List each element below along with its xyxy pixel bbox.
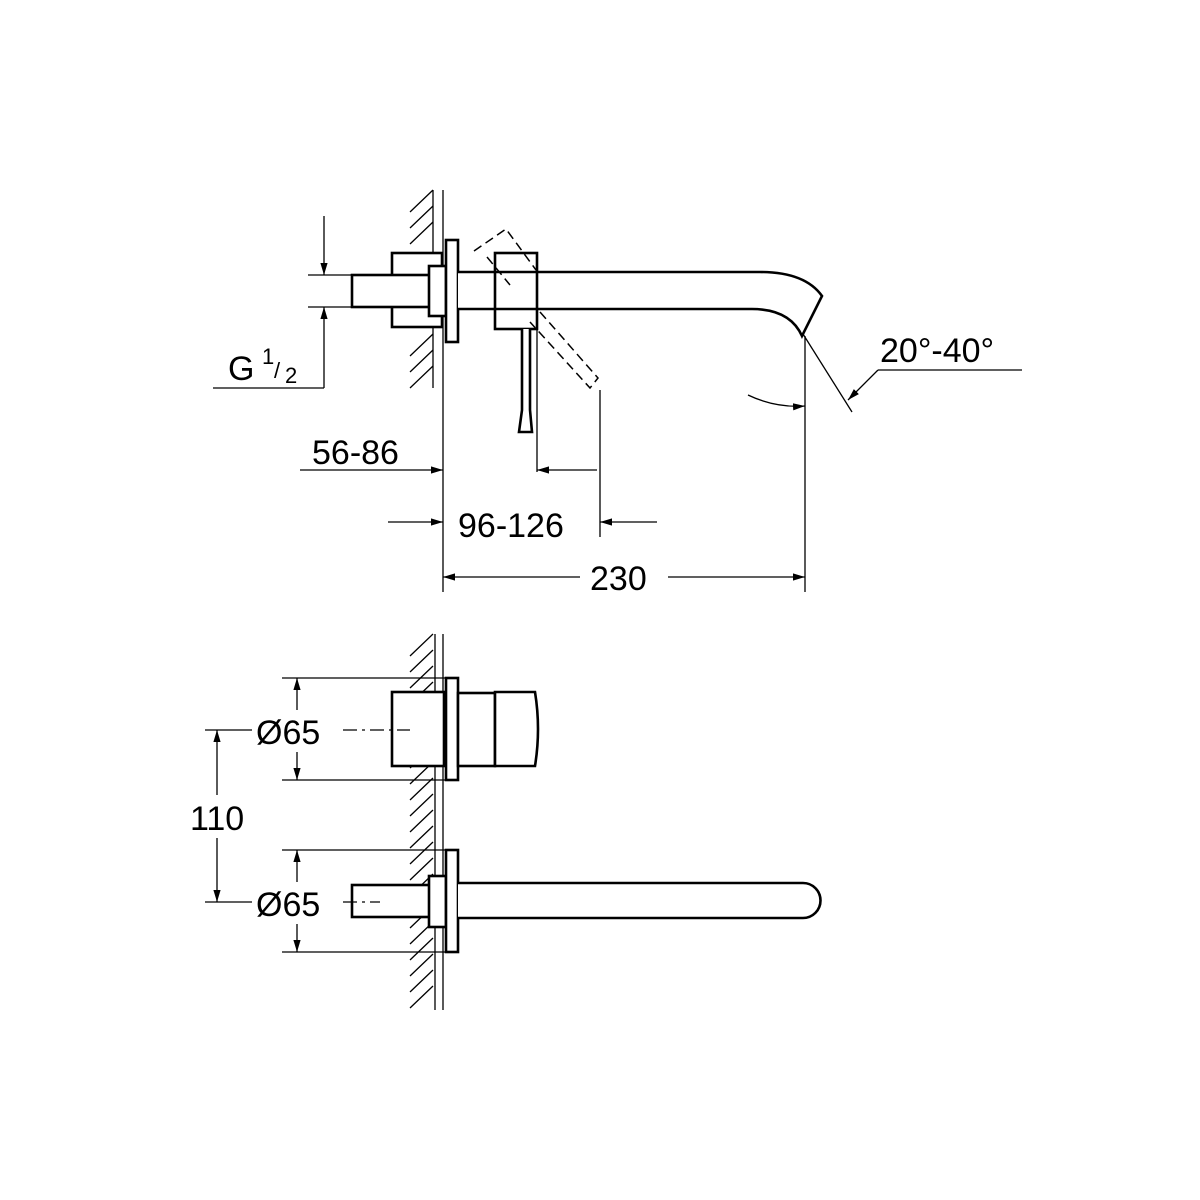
lever-cap xyxy=(493,690,540,768)
hatch-line xyxy=(409,841,434,865)
hatch-line xyxy=(409,809,434,833)
lever-offset-label: 96-126 xyxy=(458,507,564,545)
wall-flange xyxy=(444,238,460,344)
hatch-line xyxy=(409,937,434,961)
hatch-line xyxy=(409,205,434,229)
hatch-line xyxy=(409,649,434,673)
angle-line xyxy=(802,333,853,413)
hatch-line xyxy=(409,953,434,977)
thread-den: 2 xyxy=(285,363,297,388)
spout xyxy=(458,270,824,340)
inner-cap xyxy=(427,264,448,318)
inner-cap xyxy=(427,874,448,929)
wall-depth-label: 56-86 xyxy=(312,434,399,472)
hatch-line xyxy=(409,189,434,213)
hatch-line xyxy=(409,333,434,357)
supply-pipe xyxy=(350,883,434,919)
thread-slash: / xyxy=(274,358,281,383)
lever-handle xyxy=(517,329,534,434)
supply-pipe xyxy=(350,273,434,309)
lever-cylinder xyxy=(456,691,497,768)
hatch-line xyxy=(409,857,434,881)
angle-leader xyxy=(847,369,879,401)
spout-top-view xyxy=(458,881,822,920)
hatch-line xyxy=(409,365,434,389)
diameter-top-label: Ø65 xyxy=(256,714,320,752)
hatch-line xyxy=(409,825,434,849)
front-view: Ø65 Ø65 110 xyxy=(190,633,822,1010)
hatch-line xyxy=(409,665,434,689)
thread-num: 1 xyxy=(262,344,274,369)
hatch-line xyxy=(409,633,434,657)
hatch-line xyxy=(409,985,434,1009)
hatch-line xyxy=(409,793,434,817)
side-view: G 1 / 2 56-86 96-126 230 20°-40° xyxy=(213,189,1022,598)
mixer-body xyxy=(390,690,446,768)
hatch-line xyxy=(409,777,434,801)
upper-flange xyxy=(444,676,460,782)
lever-body xyxy=(493,251,539,331)
lever-rotated-dashed xyxy=(473,227,599,390)
projection-label: 230 xyxy=(590,560,647,598)
hatch-line xyxy=(409,969,434,993)
diameter-bottom-label: Ø65 xyxy=(256,886,320,924)
center-distance-label: 110 xyxy=(190,800,244,838)
angle-label: 20°-40° xyxy=(880,332,994,370)
thread-label-g: G xyxy=(228,350,254,388)
hatch-line xyxy=(409,349,434,373)
lower-flange xyxy=(444,848,460,954)
angle-arc xyxy=(747,394,806,411)
wall-hatch-top xyxy=(409,189,434,389)
hatch-line xyxy=(409,221,434,245)
